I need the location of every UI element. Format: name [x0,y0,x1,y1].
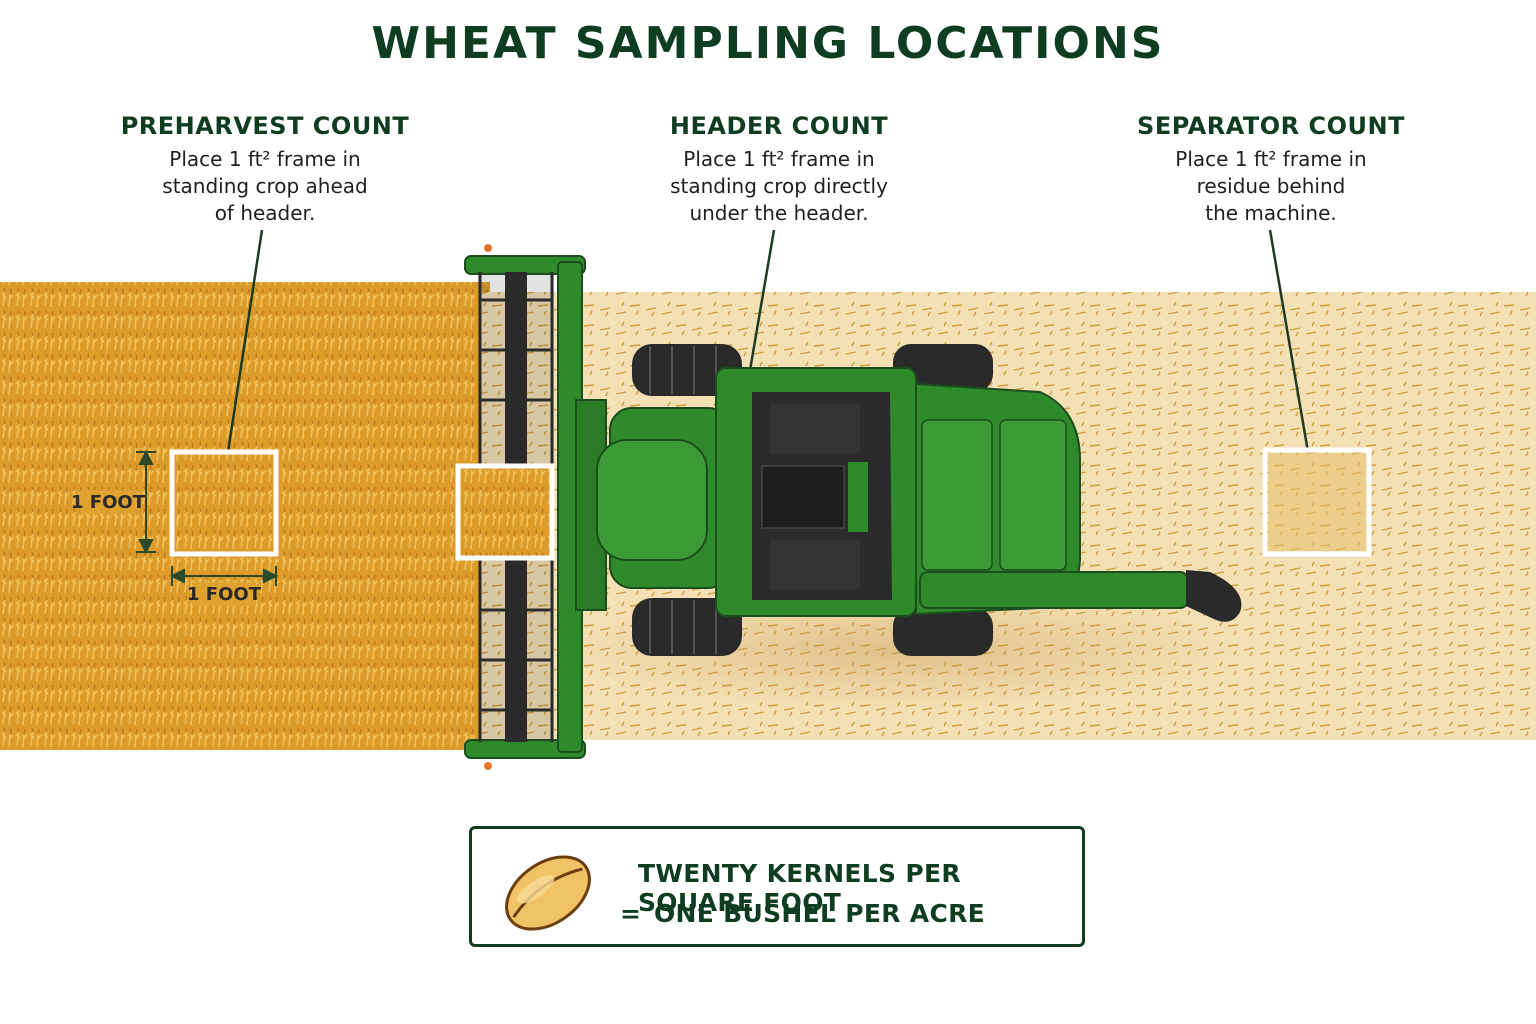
header-count-label: HEADER COUNT Place 1 ft² frame in standi… [619,112,939,227]
conversion-legend: TWENTY KERNELS PER SQUARE FOOT = ONE BUS… [469,826,1085,947]
header-sampling-frame [455,463,555,561]
width-dimension-marker [169,566,279,586]
height-dimension-marker [136,449,156,555]
preharvest-count-heading: PREHARVEST COUNT [120,112,410,140]
wheat-kernel-icon [505,855,591,931]
header-count-description: Place 1 ft² frame in standing crop direc… [670,147,888,225]
preharvest-sampling-frame [169,449,279,557]
separator-count-heading: SEPARATOR COUNT [1137,112,1405,140]
preharvest-count-description: Place 1 ft² frame in standing crop ahead… [162,147,368,225]
separator-count-description: Place 1 ft² frame in residue behind the … [1175,147,1367,225]
separator-count-label: SEPARATOR COUNT Place 1 ft² frame in res… [1111,112,1431,227]
separator-sampling-frame [1262,447,1372,557]
height-dimension-label: 1 FOOT [71,492,146,513]
header-count-heading: HEADER COUNT [669,112,889,140]
unloading-auger [919,570,1242,622]
combine-body [596,367,1081,617]
legend-equals-sign: = [620,899,641,928]
legend-bushel-text: ONE BUSHEL PER ACRE [654,899,986,928]
preharvest-leader-line [226,229,264,453]
width-dimension-label: 1 FOOT [187,584,262,605]
legend-kernels-text: TWENTY KERNELS PER SQUARE FOOT [638,859,961,917]
diagram-title: WHEAT SAMPLING LOCATIONS [371,18,1165,69]
combine-tires [632,344,993,656]
preharvest-count-label: PREHARVEST COUNT Place 1 ft² frame in st… [105,112,425,227]
separator-leader-line [1268,229,1310,453]
